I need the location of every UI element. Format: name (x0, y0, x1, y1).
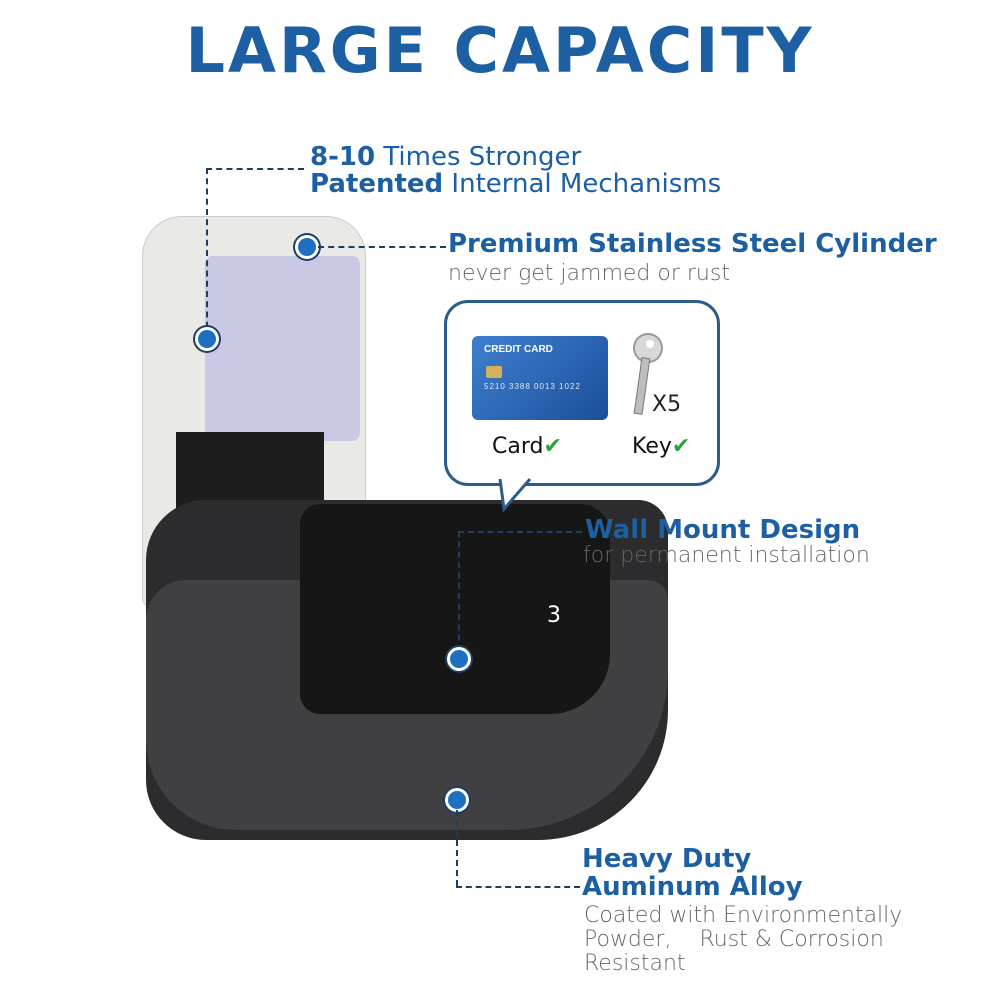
card-label: Card✔ (492, 434, 562, 459)
alloy-subtext-3: Resistant (584, 951, 686, 976)
wall-mount-heading: Wall Mount Design (585, 515, 861, 545)
page-title: LARGE CAPACITY (185, 14, 815, 87)
cylinder-dot-icon (298, 238, 316, 256)
cylinder-heading: Premium Stainless Steel Cylinder (448, 229, 937, 259)
wall-mount-dot-icon (450, 650, 468, 668)
check-icon: ✔ (671, 434, 691, 459)
lock-mechanism (205, 256, 360, 441)
card-chip-icon (486, 366, 502, 378)
wall-mount-subtext: for permanent installation (583, 543, 870, 568)
key-icon (633, 333, 663, 415)
credit-card-icon: CREDIT CARD 5210 3388 0013 1022 (472, 336, 608, 420)
check-icon: ✔ (543, 434, 562, 459)
alloy-heading-1: Heavy Duty (582, 844, 752, 874)
bubble-tail (498, 478, 532, 513)
cylinder-subtext: never get jammed or rust (448, 261, 730, 286)
alloy-leader-v (456, 810, 458, 886)
key-label: Key✔ (632, 434, 691, 459)
cylinder-leader (318, 246, 446, 248)
wall-mount-leader-h (458, 531, 582, 533)
alloy-subtext-2: Powder, Rust & Corrosion (584, 927, 884, 952)
mechanism-line-1: 8-10 Times Stronger (310, 142, 582, 172)
alloy-leader-h (456, 886, 580, 888)
alloy-heading-2: Auminum Alloy (582, 872, 803, 902)
mechanism-leader-v (206, 168, 208, 338)
mechanism-line-2: Patented Internal Mechanisms (310, 169, 722, 199)
key-count: X5 (652, 392, 682, 417)
mechanism-dot-icon (198, 330, 216, 348)
alloy-dot-icon (448, 791, 466, 809)
compartment-number: 3 (547, 603, 561, 628)
alloy-subtext-1: Coated with Environmentally (584, 903, 903, 928)
storage-cavity (300, 504, 610, 714)
wall-mount-leader-v (458, 531, 460, 651)
mechanism-leader-h (206, 168, 304, 170)
